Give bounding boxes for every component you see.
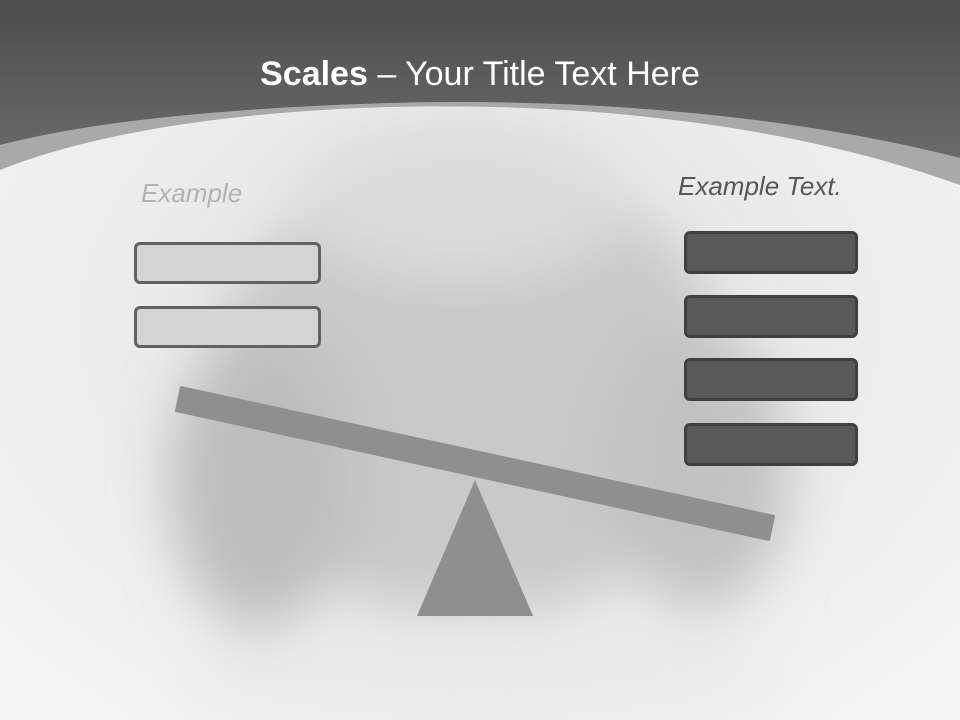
title-bold-part: Scales [260, 55, 368, 93]
scale-beam [175, 386, 775, 541]
right-box-4 [684, 423, 858, 466]
right-caption: Example Text. [678, 171, 842, 201]
right-box-2 [684, 295, 858, 338]
left-box-2 [134, 306, 321, 348]
left-box-1 [134, 242, 321, 284]
left-caption: Example [141, 178, 243, 208]
title-rest-part: – Your Title Text Here [367, 55, 700, 93]
scale-fulcrum [417, 480, 533, 616]
slide-title: Scales – Your Title Text Here [0, 50, 960, 98]
right-box-3 [684, 358, 858, 401]
right-box-1 [684, 231, 858, 274]
